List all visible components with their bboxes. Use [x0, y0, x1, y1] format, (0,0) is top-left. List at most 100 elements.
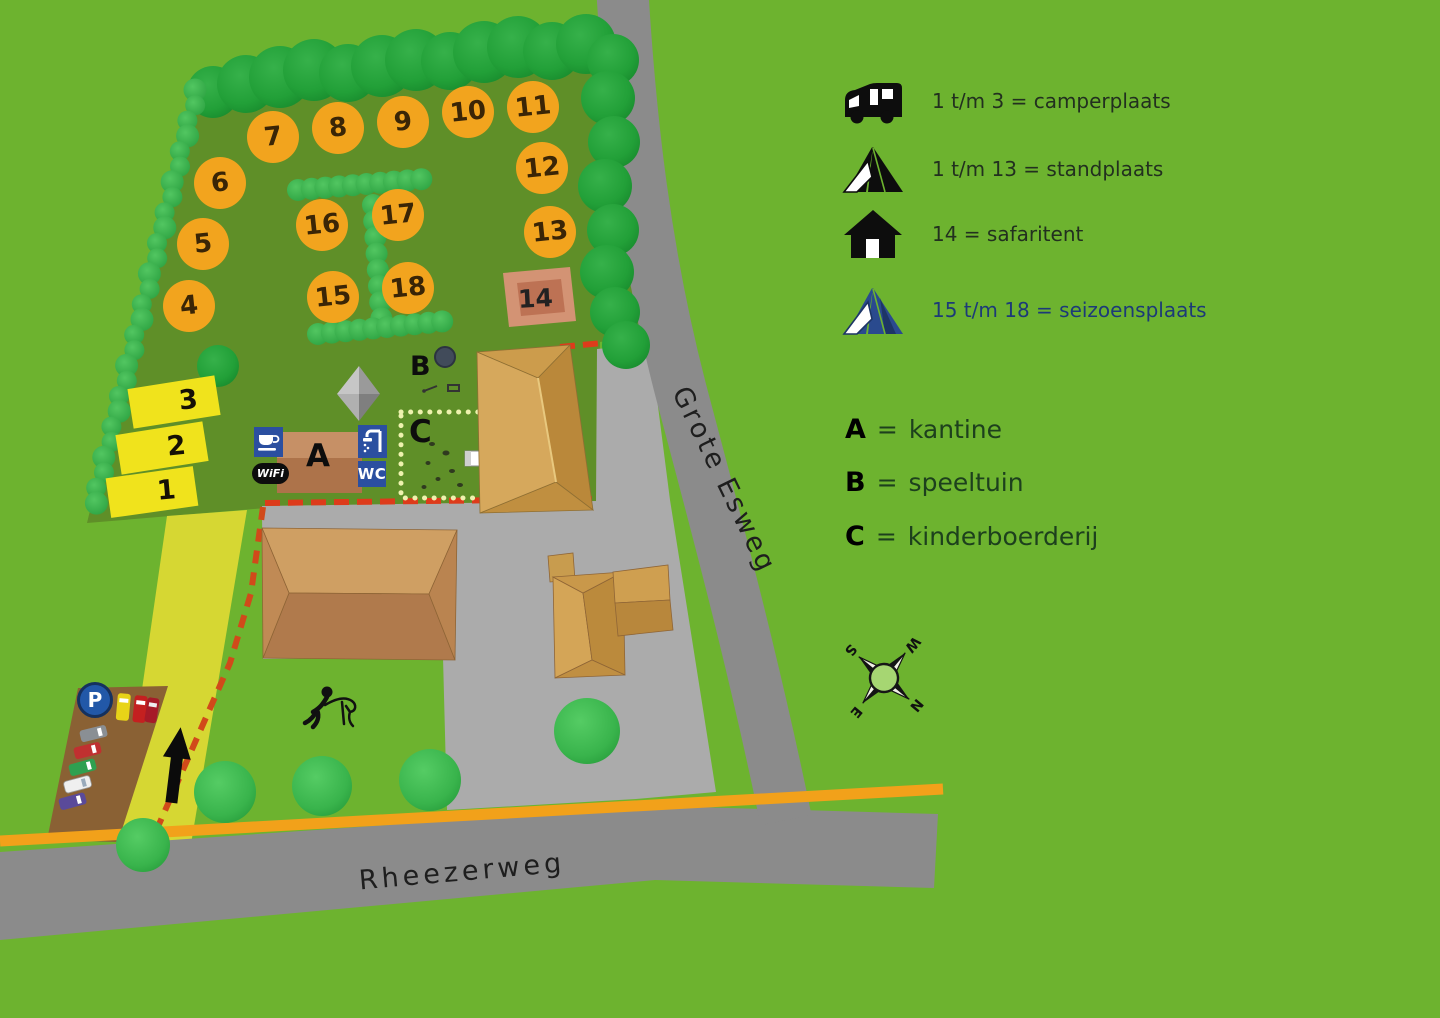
compass-north-label: N [906, 695, 926, 714]
pitch-marker-13: 13 [524, 206, 576, 258]
tree [554, 698, 620, 764]
car [79, 725, 108, 743]
petting-zoo-marker-label: C [409, 414, 432, 450]
tree [580, 245, 634, 299]
pitch-marker-11: 11 [507, 81, 559, 133]
parked-cars [58, 693, 160, 810]
legend-area-value: kinderboerderij [907, 522, 1099, 551]
tree [588, 116, 640, 168]
bush [116, 370, 137, 391]
tree [399, 749, 461, 811]
pitch-marker-15: 15 [307, 271, 359, 323]
bush [101, 416, 122, 437]
bush [84, 491, 108, 515]
playground-marker [434, 346, 456, 368]
pitch-number: 15 [313, 280, 353, 314]
legend-item-seizoensplaats: 15 t/m 18 = seizoensplaats [840, 282, 1207, 338]
barn-building [476, 344, 595, 514]
tent-icon [840, 142, 906, 196]
bush [124, 324, 145, 345]
legend-area-speeltuin: B = speeltuin [845, 467, 1024, 498]
legend-area-value: speeltuin [908, 468, 1024, 497]
pitch-marker-16: 16 [296, 199, 348, 251]
safaritent-icon [840, 208, 906, 260]
bush [169, 141, 190, 162]
legend-item-camperplaats: 1 t/m 3 = camperplaats [840, 76, 1171, 126]
pitch-marker-8: 8 [312, 102, 364, 154]
pitch-marker-9: 9 [377, 96, 429, 148]
horse-riding-icon [302, 686, 357, 730]
safaritent-number-label: 14 [517, 283, 554, 314]
safaritent-building [503, 267, 576, 327]
paved-yard [262, 344, 716, 810]
road-rheezerweg [0, 806, 938, 940]
car [144, 697, 160, 724]
pitch-marker-4: 4 [163, 280, 215, 332]
car [63, 775, 92, 794]
pitch-number: 4 [178, 290, 200, 322]
tree [578, 159, 632, 213]
legend-area-sep: = [876, 468, 898, 497]
legend-area-key: B [845, 467, 866, 498]
pitch-marker-18: 18 [382, 262, 434, 314]
car [58, 792, 87, 810]
legend-text: 1 t/m 13 = standplaats [932, 157, 1164, 181]
pitch-number: 8 [327, 112, 349, 144]
pitch-number: 10 [448, 95, 488, 129]
car [73, 742, 102, 760]
legend-item-safaritent: 14 = safaritent [840, 208, 1083, 260]
wc-label: WC [357, 465, 387, 483]
car [68, 758, 97, 776]
legend-area-kinderboerderij: C = kinderboerderij [845, 521, 1098, 552]
wc-facility: WC [358, 461, 386, 487]
playground-pyramid [337, 366, 380, 421]
legend-area-sep: = [875, 522, 897, 551]
compass-south-label: S [841, 641, 860, 659]
legend-area-kantine: A = kantine [845, 414, 1002, 445]
pitch-number: 9 [392, 106, 414, 138]
legend-item-standplaats: 1 t/m 13 = standplaats [840, 142, 1163, 196]
pitch-marker-6: 6 [194, 157, 246, 209]
pitch-number: 5 [192, 228, 214, 260]
legend-area-key: C [845, 521, 865, 552]
farmhouse-building [261, 527, 458, 661]
coffee-icon [258, 435, 280, 451]
pitch-number: 12 [522, 151, 562, 185]
pitch-number: 17 [378, 198, 418, 232]
parking-label: P [87, 688, 103, 712]
playground-equipment [422, 384, 460, 393]
legend-area-key: A [845, 414, 866, 445]
wifi-label: WiFi [256, 467, 285, 480]
tree [581, 71, 635, 125]
shower-facility [358, 425, 387, 458]
seasonal-tent-icon [840, 282, 906, 338]
pitch-number: 18 [388, 271, 428, 305]
kantine-building [277, 432, 362, 493]
parking-sign: P [77, 682, 113, 718]
bush [92, 445, 116, 469]
pitch-number: 16 [302, 208, 342, 242]
pitch-number: 1 [155, 473, 177, 507]
fence-line [264, 496, 593, 506]
compass-west-label: W [901, 633, 923, 655]
pitch-marker-17: 17 [372, 189, 424, 241]
wifi-facility: WiFi [252, 463, 289, 484]
petting-zoo-animals [421, 442, 463, 489]
bush [147, 233, 167, 253]
legend-area-sep: = [876, 415, 898, 444]
tree [194, 761, 256, 823]
camper-icon [840, 76, 906, 126]
legend-text: 14 = safaritent [932, 222, 1084, 246]
pitch-number: 3 [176, 383, 199, 417]
bush [183, 78, 207, 102]
pitch-marker-12: 12 [516, 142, 568, 194]
bush [137, 262, 161, 286]
tree [587, 204, 639, 256]
legend-area-value: kantine [908, 415, 1003, 444]
pitch-marker-5: 5 [177, 218, 229, 270]
bush [366, 258, 389, 281]
tree [292, 756, 352, 816]
pitch-marker-10: 10 [442, 86, 494, 138]
bush [410, 168, 433, 191]
